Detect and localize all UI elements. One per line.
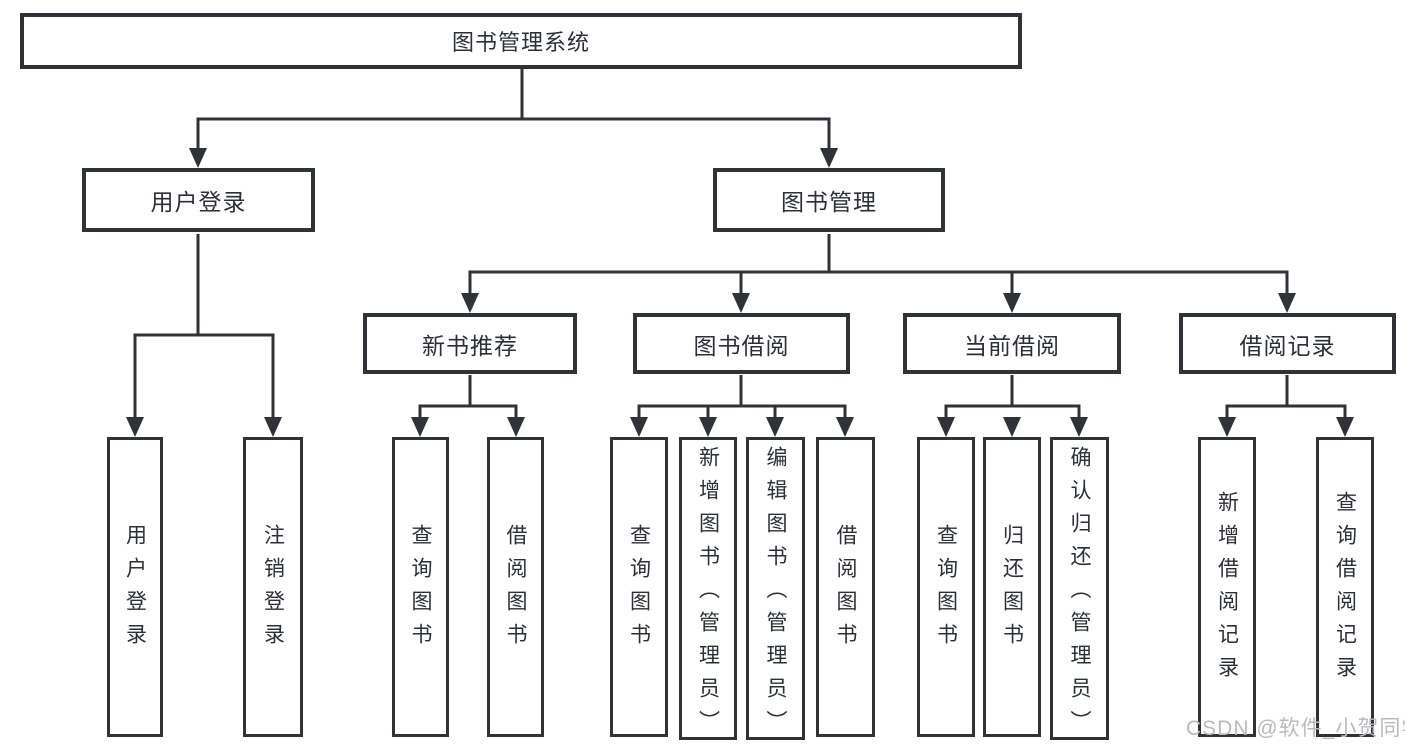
leaf-user-login: 用户登录 [107,437,163,737]
node-book-management: 图书管理 [713,168,945,232]
leaf-borrow-books-recommend: 借阅图书 [487,437,544,737]
arrowhead-icons [126,148,1354,437]
leaf-query-borrow-record: 查询借阅记录 [1316,437,1374,737]
leaf-borrow-books-borrowing: 借阅图书 [816,437,875,737]
leaf-edit-books-admin: 编辑图书（管理员） [746,437,805,743]
leaf-query-books-borrowing: 查询图书 [610,437,668,737]
leaf-add-books-admin: 新增图书（管理员） [679,437,737,743]
leaf-query-books-recommend: 查询图书 [392,437,449,737]
node-borrowing-records: 借阅记录 [1179,313,1396,374]
leaf-logout: 注销登录 [243,437,303,737]
node-book-borrowing: 图书借阅 [633,313,850,374]
leaf-add-borrow-record: 新增借阅记录 [1198,437,1256,737]
csdn-watermark: CSDN @软件_小贺同学 [1186,717,1405,740]
leaf-confirm-return-admin: 确认归还（管理员） [1050,437,1109,743]
leaf-query-books-current: 查询图书 [917,437,975,737]
node-new-book-recommendation: 新书推荐 [363,313,577,374]
node-user-login: 用户登录 [82,168,315,232]
leaf-return-books: 归还图书 [983,437,1041,737]
node-library-management-system: 图书管理系统 [20,13,1022,69]
node-current-borrowing: 当前借阅 [903,313,1121,374]
